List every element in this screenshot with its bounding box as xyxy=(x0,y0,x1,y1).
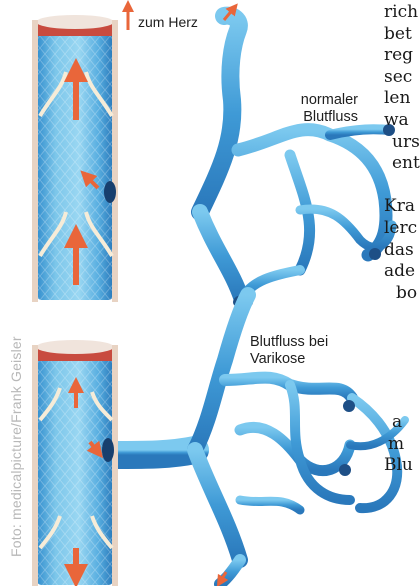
article-text-line: a xyxy=(0,412,420,434)
article-text-line xyxy=(0,369,420,391)
article-text-line: wa xyxy=(0,110,420,132)
article-text-line: Kra xyxy=(0,196,420,218)
article-text-line xyxy=(0,175,420,197)
article-text-line: Blu xyxy=(0,455,420,477)
article-text-line: len xyxy=(0,88,420,110)
article-text-line: sec xyxy=(0,67,420,89)
article-text-line: urs xyxy=(0,132,420,154)
article-text-line xyxy=(0,304,420,326)
article-text-line: bet xyxy=(0,24,420,46)
article-text-line: ade xyxy=(0,261,420,283)
article-text-line xyxy=(0,326,420,348)
article-text-line: ent xyxy=(0,153,420,175)
article-text-line: rich xyxy=(0,2,420,24)
article-text-line: das xyxy=(0,240,420,262)
article-text-line xyxy=(0,348,420,370)
article-text-line: lerc xyxy=(0,218,420,240)
article-text-line: bo xyxy=(0,283,420,305)
article-text-line xyxy=(0,391,420,413)
article-text-line: m xyxy=(0,434,420,456)
article-text-line: reg xyxy=(0,45,420,67)
